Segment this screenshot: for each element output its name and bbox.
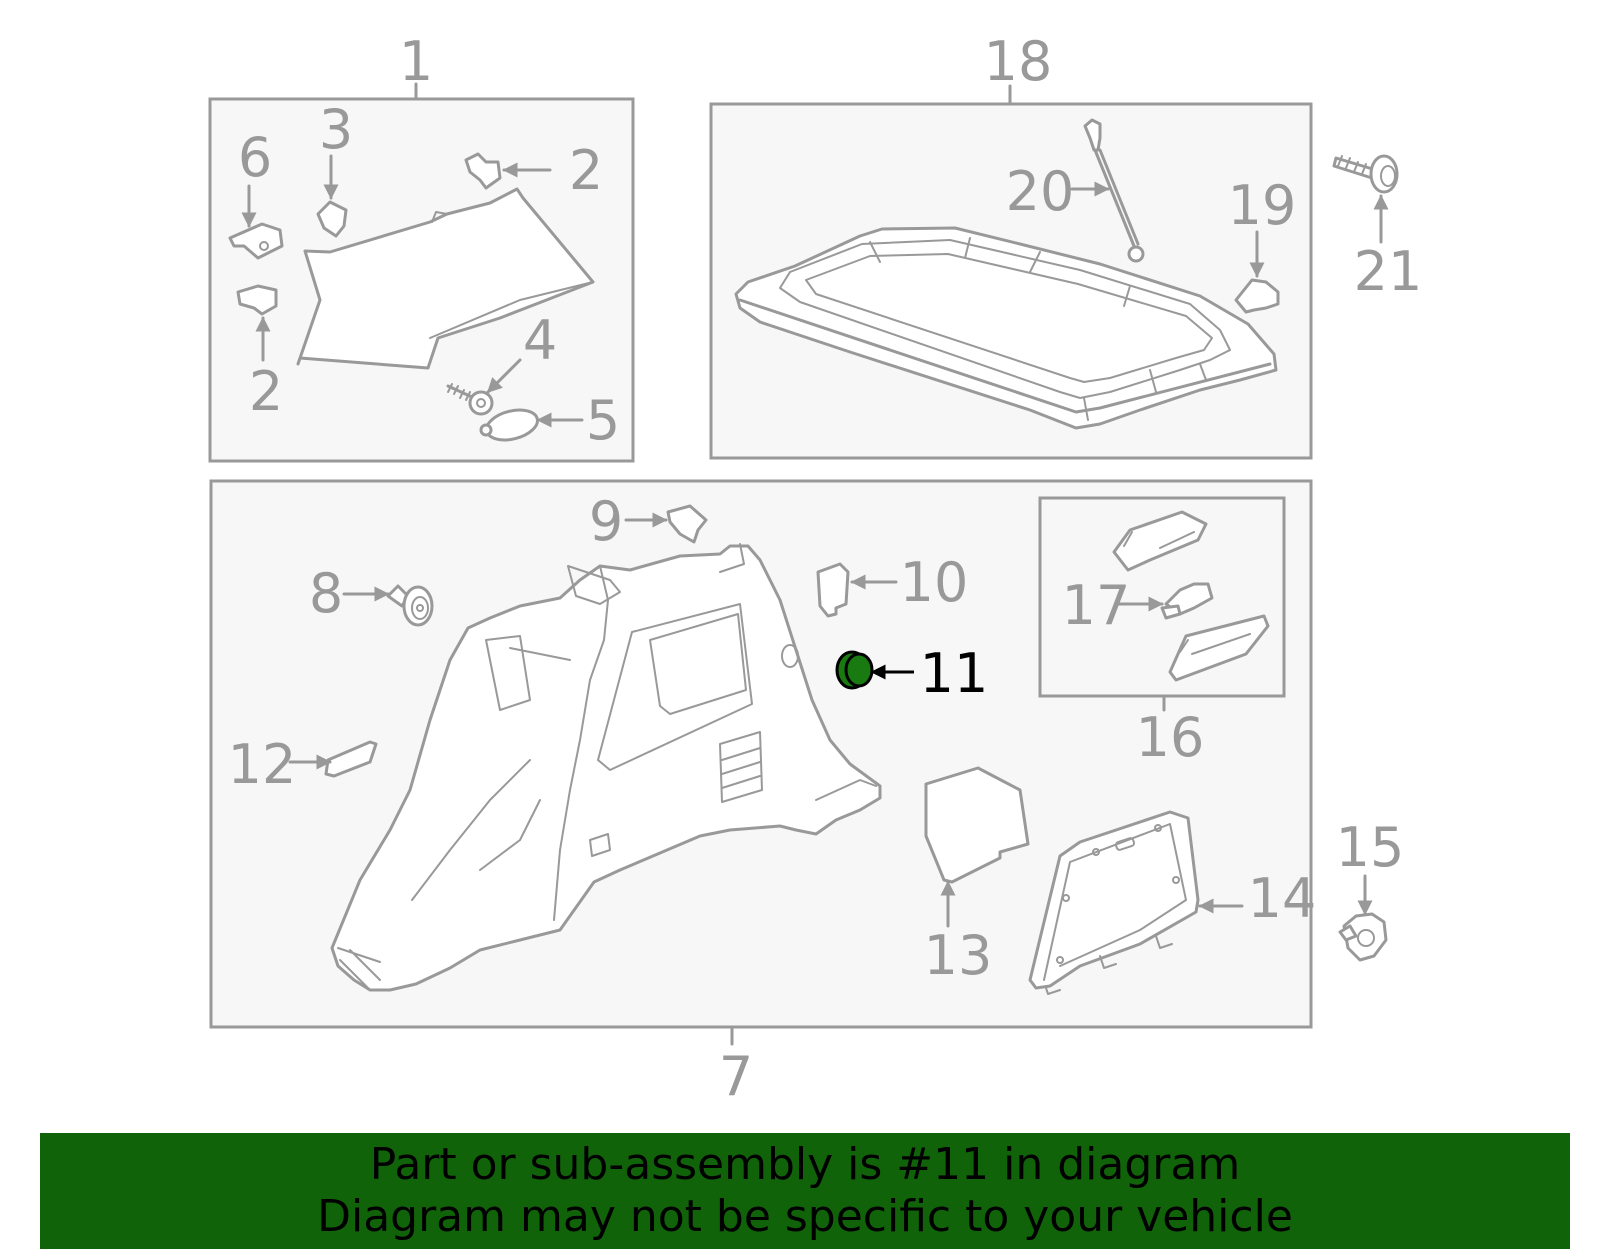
cover-12[interactable] bbox=[324, 740, 378, 778]
label-4[interactable]: 4 bbox=[523, 309, 557, 372]
clip-15[interactable] bbox=[1338, 912, 1388, 962]
group-1-quarter-trim-upper: 1 6 3 2 2 4 bbox=[208, 30, 635, 463]
panel-13[interactable] bbox=[924, 766, 1030, 884]
label-2-lower[interactable]: 2 bbox=[249, 360, 283, 423]
group-18-cargo-cover: 18 bbox=[709, 30, 1313, 460]
bolt-21[interactable] bbox=[1332, 154, 1399, 194]
label-15[interactable]: 15 bbox=[1336, 816, 1405, 879]
strut-20[interactable] bbox=[1083, 118, 1145, 263]
label-1[interactable]: 1 bbox=[399, 30, 433, 93]
label-6[interactable]: 6 bbox=[238, 126, 272, 189]
label-3[interactable]: 3 bbox=[319, 98, 353, 161]
clip-19[interactable] bbox=[1234, 278, 1280, 314]
parts-diagram: 1 6 3 2 2 4 bbox=[208, 30, 1423, 1108]
label-2-upper[interactable]: 2 bbox=[569, 139, 603, 202]
label-14[interactable]: 14 bbox=[1248, 867, 1317, 930]
label-10[interactable]: 10 bbox=[900, 551, 969, 614]
label-11[interactable]: 11 bbox=[920, 642, 989, 705]
clip-2-lower[interactable] bbox=[236, 284, 278, 316]
grommet-11-highlighted[interactable] bbox=[835, 650, 874, 690]
banner-line-1: Part or sub-assembly is #11 in diagram bbox=[369, 1139, 1241, 1190]
bulb-17[interactable] bbox=[1160, 582, 1214, 620]
label-13[interactable]: 13 bbox=[924, 924, 993, 987]
cargo-tray[interactable] bbox=[734, 226, 1278, 430]
label-16[interactable]: 16 bbox=[1136, 706, 1205, 769]
clip-2-upper[interactable] bbox=[464, 152, 502, 190]
label-9[interactable]: 9 bbox=[589, 490, 623, 553]
clip-10[interactable] bbox=[816, 562, 850, 618]
clip-6[interactable] bbox=[228, 222, 284, 260]
lamp-housing[interactable] bbox=[1112, 510, 1208, 572]
label-18[interactable]: 18 bbox=[984, 30, 1053, 93]
lamp-lens[interactable] bbox=[1168, 614, 1270, 682]
label-20[interactable]: 20 bbox=[1006, 160, 1075, 223]
screw-4[interactable] bbox=[446, 383, 494, 416]
label-8[interactable]: 8 bbox=[309, 562, 343, 625]
push-pin-8[interactable] bbox=[386, 584, 434, 627]
label-7[interactable]: 7 bbox=[719, 1045, 753, 1108]
label-12[interactable]: 12 bbox=[228, 733, 297, 796]
clip-3[interactable] bbox=[316, 200, 348, 238]
clip-9[interactable] bbox=[666, 504, 708, 544]
label-19[interactable]: 19 bbox=[1228, 174, 1297, 237]
label-21[interactable]: 21 bbox=[1354, 240, 1423, 303]
label-5[interactable]: 5 bbox=[586, 389, 620, 452]
banner-line-2: Diagram may not be specific to your vehi… bbox=[317, 1191, 1293, 1242]
info-banner: Part or sub-assembly is #11 in diagram D… bbox=[40, 1133, 1570, 1249]
group-16-light-assembly: 16 17 bbox=[1038, 496, 1286, 769]
group-7-quarter-trim-lower: 7 8 9 10 bbox=[209, 479, 1317, 1108]
panel-14[interactable] bbox=[1028, 810, 1200, 995]
